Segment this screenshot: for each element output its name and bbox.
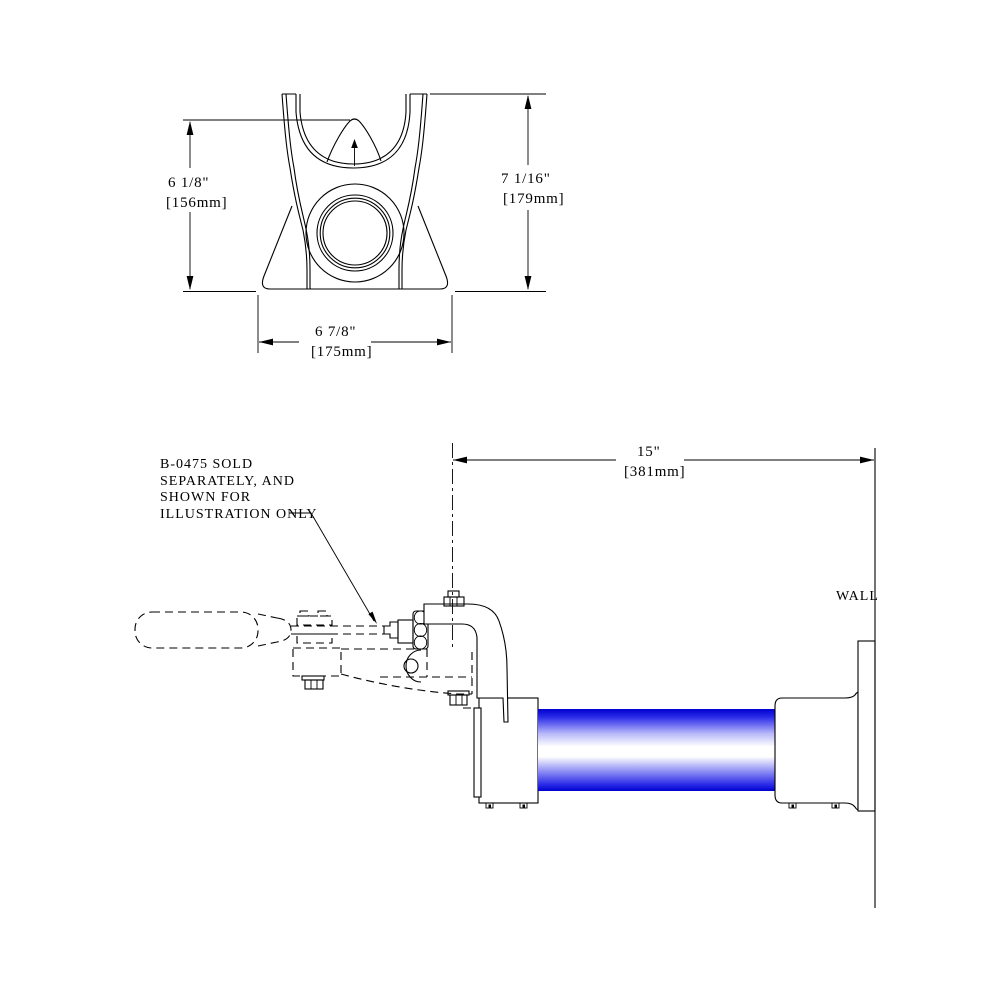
- bracket-bottom-bolt: [447, 690, 470, 706]
- note-line-2: SEPARATELY, AND: [160, 474, 295, 489]
- coupling-nut: [397, 619, 414, 644]
- bracket-top-bolt: [443, 590, 465, 607]
- dimension-height-right: 7 1/16" [179mm]: [430, 93, 564, 292]
- handle-grip: [134, 611, 259, 649]
- yoke-right-outer-edge: [401, 93, 428, 289]
- saddle-arc-outer: [295, 94, 411, 169]
- knurl-bead-3: [413, 635, 428, 650]
- wall-flange: [857, 640, 876, 812]
- saddle-arc-inner: [299, 94, 407, 165]
- mounting-hole-outer-circle: [305, 183, 405, 283]
- supply-pipe: [538, 709, 776, 791]
- dim-wall-mm: [381mm]: [624, 464, 685, 480]
- wall-label: WALL: [836, 589, 879, 604]
- dimension-height-left: 6 1/8" [156mm]: [166, 119, 350, 292]
- left-block-body: [478, 697, 539, 804]
- push-rod: [291, 625, 385, 635]
- left-block-foot-2: [519, 802, 528, 809]
- side-view: WALL 15" [381mm] B-0475 SOLD SEPARATELY,…: [134, 443, 879, 908]
- right-support-block: [774, 640, 876, 812]
- mounting-hole-ring-circle: [316, 194, 394, 272]
- pivot-hole: [403, 658, 419, 674]
- right-block-foot-1: [788, 802, 797, 809]
- dim-wall-inches: 15": [637, 444, 661, 460]
- dimension-width-bottom: 6 7/8" [175mm]: [257, 295, 453, 360]
- left-support-block: [473, 697, 539, 809]
- handle-taper-top: [257, 613, 278, 619]
- dimension-wall-offset: 15" [381mm]: [453, 444, 874, 480]
- dim-right-inches: 7 1/16": [501, 171, 551, 187]
- bracket-arm-outline: [423, 603, 509, 723]
- rod-clevis: [383, 621, 399, 639]
- pivot-hook: [405, 649, 422, 683]
- yoke-left-outer-edge: [281, 93, 308, 289]
- bracket-base-outline: [261, 205, 449, 290]
- note-line-1: B-0475 SOLD: [160, 457, 253, 472]
- dim-bottom-mm: [175mm]: [311, 344, 372, 360]
- coupling-hardware: [383, 610, 429, 683]
- handle-nose: [276, 617, 292, 643]
- mounting-hole-bore-circle: [322, 200, 388, 266]
- hump-arrow-head-icon: [351, 139, 358, 148]
- front-view: 6 1/8" [156mm] 7 1/16" [179mm] 6 7/8" [1…: [166, 93, 564, 360]
- dim-right-mm: [179mm]: [503, 191, 564, 207]
- yoke-left-rim: [285, 93, 311, 289]
- lever-plate-nub-left: [299, 610, 310, 617]
- mounting-hole-ring-inner-circle: [319, 197, 391, 269]
- clamp-strip: [473, 707, 482, 798]
- right-block-foot-2: [831, 802, 840, 809]
- lever-block: [292, 647, 342, 677]
- note-line-3: SHOWN FOR: [160, 490, 251, 505]
- saddle-hump: [326, 118, 382, 163]
- dim-bottom-inches: 6 7/8": [315, 324, 356, 340]
- knurl-bead-2: [413, 622, 428, 638]
- lever-lower-plate: [296, 633, 333, 644]
- left-block-foot-1: [485, 802, 494, 809]
- dim-left-inches: 6 1/8": [168, 175, 209, 191]
- note-leader-line: [289, 512, 375, 622]
- valve-body-bottom-hidden: [340, 673, 472, 695]
- handle-taper-bottom: [257, 641, 278, 647]
- note-leader-arrow-icon: [368, 611, 377, 624]
- note-b0475: B-0475 SOLD SEPARATELY, AND SHOWN FOR IL…: [160, 457, 377, 624]
- lever-plate-nub-right: [317, 610, 328, 617]
- note-line-4: ILLUSTRATION ONLY: [160, 507, 318, 522]
- bracket-arm: [423, 590, 509, 723]
- lever-block-bolt: [301, 675, 325, 690]
- dim-left-mm: [156mm]: [166, 195, 227, 211]
- lever-upper-plate: [296, 615, 333, 626]
- right-block-body: [774, 691, 859, 811]
